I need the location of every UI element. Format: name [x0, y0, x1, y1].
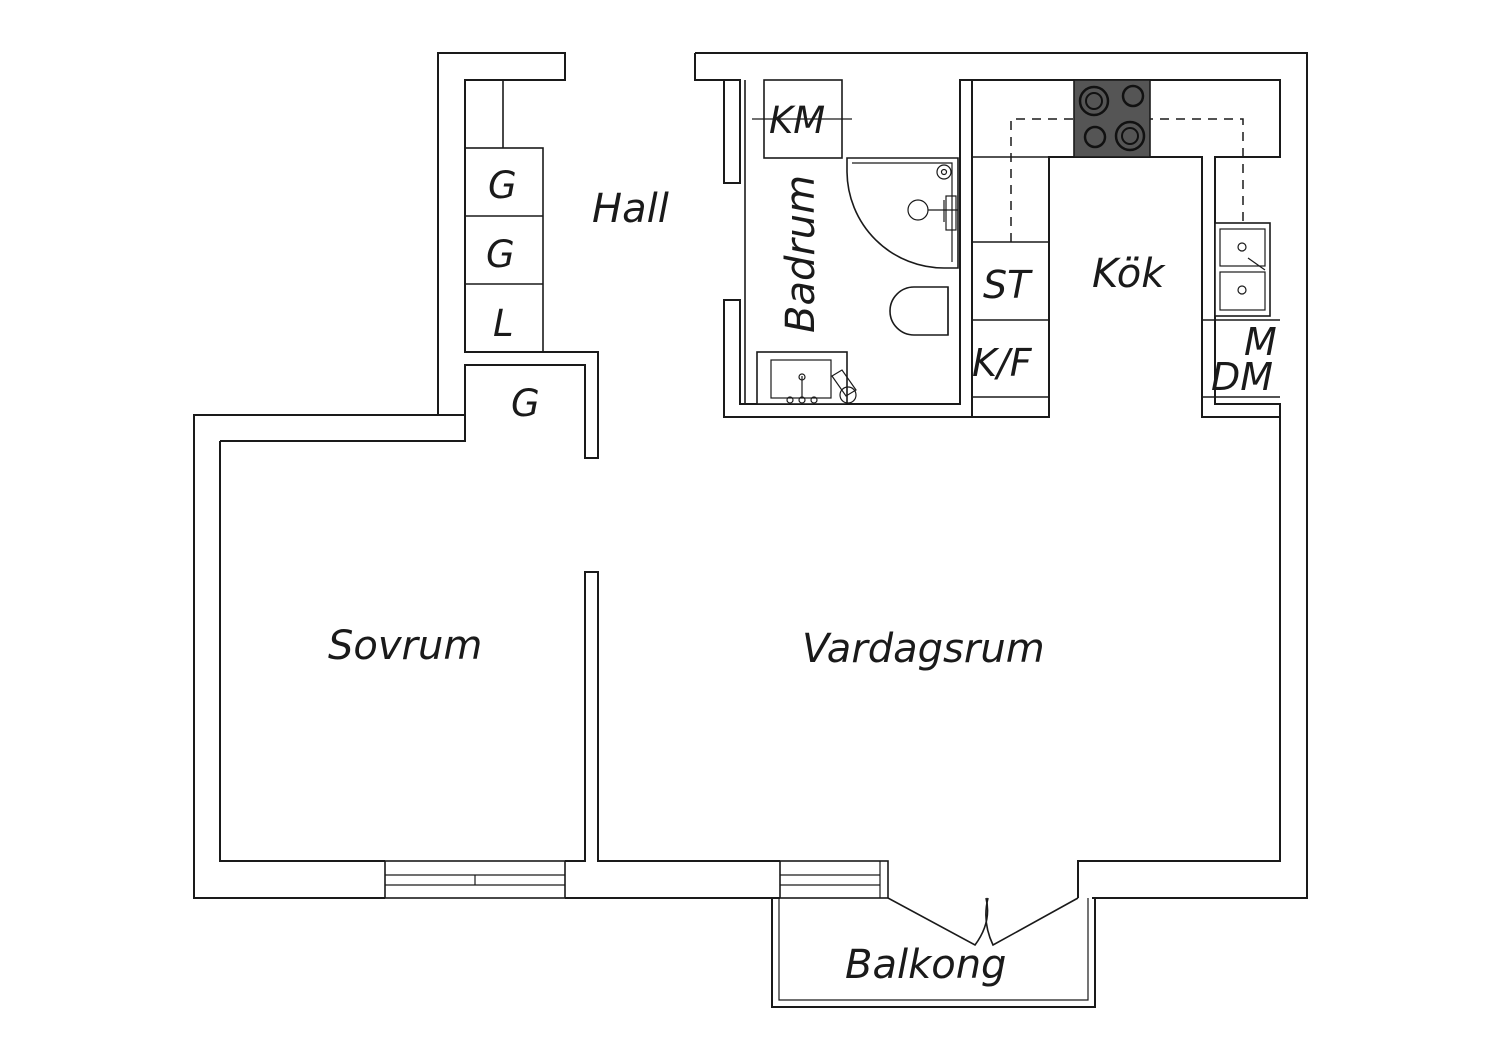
fixture-label-m: M — [1244, 320, 1277, 364]
bedroom-window — [384, 860, 566, 899]
outer-walls — [193, 52, 1308, 899]
room-label-sovrum: Sovrum — [328, 623, 482, 669]
fixture-label-l: L — [493, 302, 514, 345]
room-label-balkong: Balkong — [845, 942, 1006, 988]
living-window — [779, 860, 889, 899]
room-label-vardagsrum: Vardagsrum — [802, 626, 1045, 672]
kitchen — [972, 79, 1281, 418]
fixture-label-g2: G — [486, 233, 515, 276]
fixture-label-kf: K/F — [972, 341, 1033, 385]
room-label-hall: Hall — [592, 186, 669, 232]
room-label-badrum: Badrum — [778, 175, 824, 333]
balcony — [771, 897, 1096, 1008]
fixture-label-km: KM — [769, 99, 825, 142]
fixture-label-st: ST — [983, 263, 1033, 307]
room-label-kok: Kök — [1092, 251, 1166, 297]
bathroom — [723, 79, 973, 418]
hall-wardrobes — [464, 80, 544, 353]
fixture-label-g1: G — [488, 164, 517, 207]
fixture-label-dm: DM — [1211, 355, 1273, 399]
fixture-label-g3: G — [511, 382, 540, 425]
